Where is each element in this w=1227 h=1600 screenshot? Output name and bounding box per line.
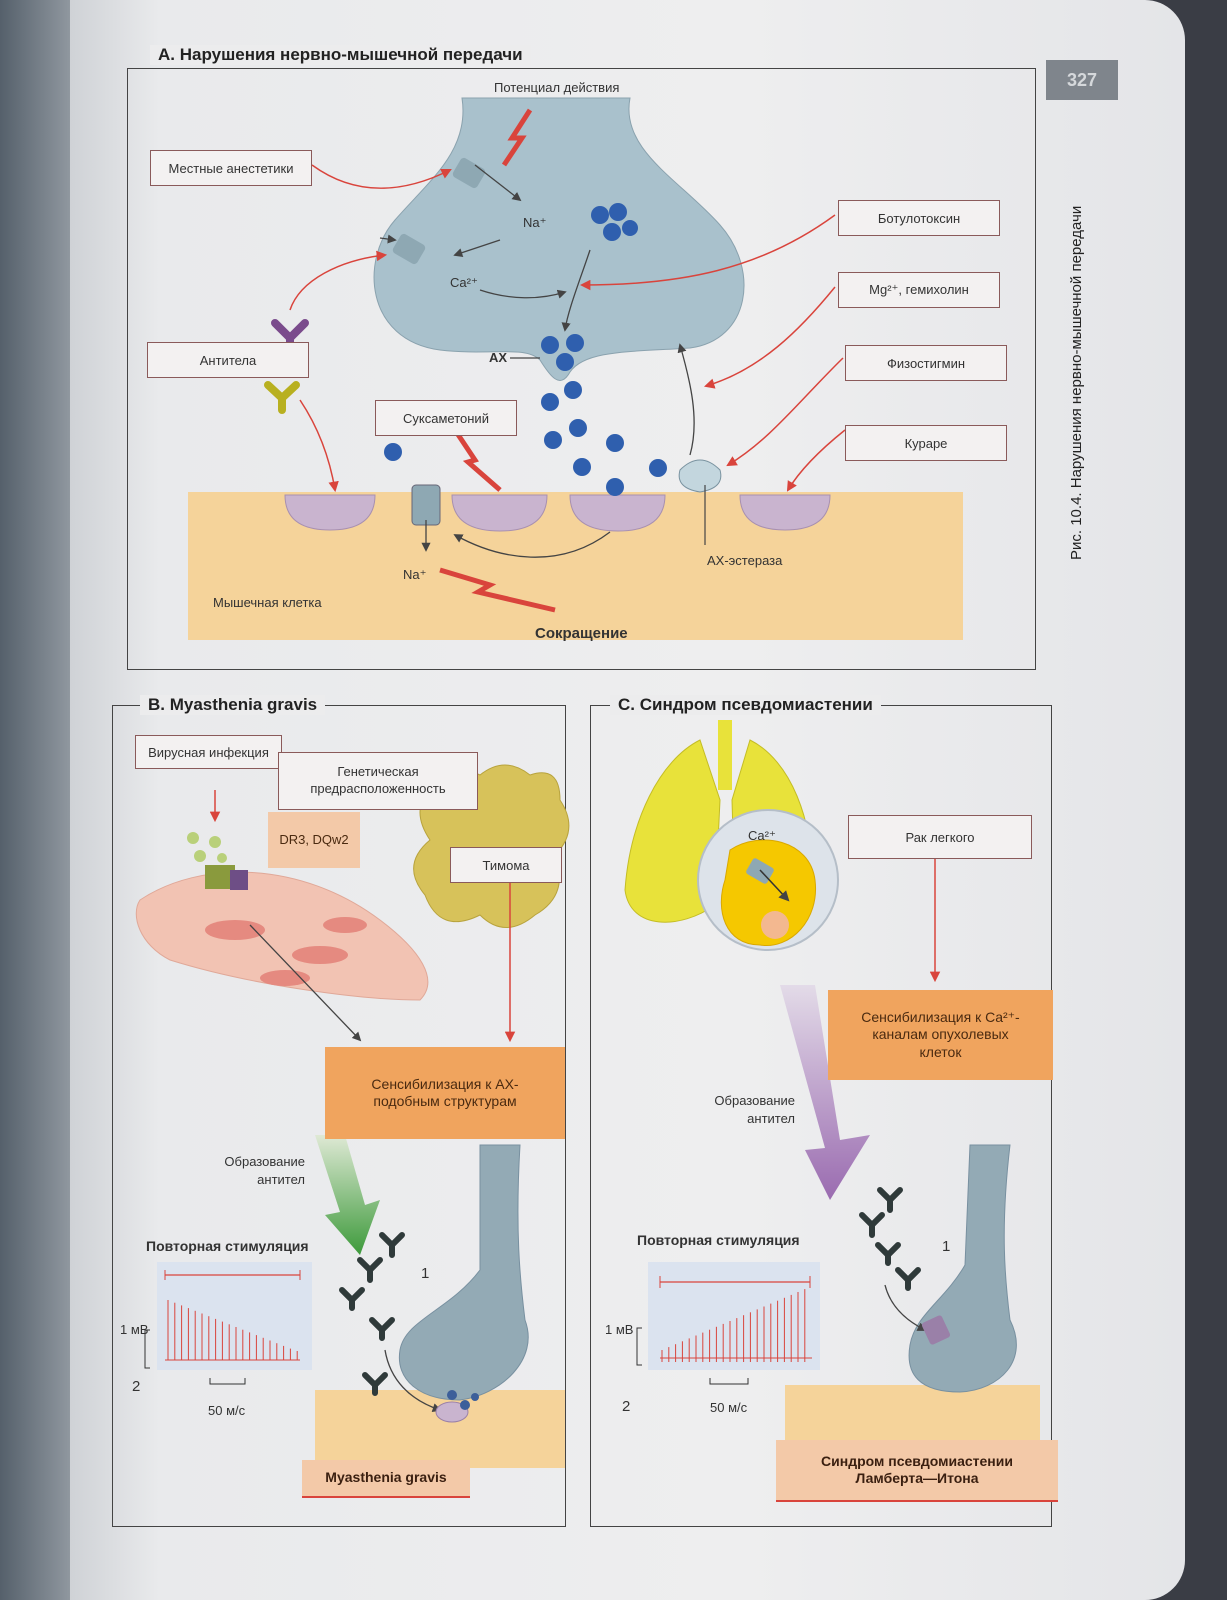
antibody-formation-arrow-b: [315, 1135, 380, 1255]
myasthenia-result: Myasthenia gravis: [302, 1460, 470, 1498]
ach-molecules-a: [384, 203, 667, 496]
label-1-b: 1: [421, 1265, 430, 1282]
panel-b-frame: [112, 705, 566, 1527]
muscle-b: [315, 1390, 565, 1468]
na-top-label: Na⁺: [523, 215, 547, 230]
antibodies-c: [859, 1187, 921, 1291]
page-number: 327: [1046, 60, 1118, 100]
sodium-channel-a: [411, 484, 441, 526]
antibodies-box: Антитела: [147, 342, 309, 378]
emg-plot-c: [648, 1262, 820, 1370]
contraction-label: Сокращение: [535, 625, 628, 642]
suxamethonium-bolt: [452, 428, 502, 492]
antibody-formation-label-b: Образование антител: [224, 1154, 305, 1187]
virus-particles: [187, 832, 227, 863]
curare-box: Кураре: [845, 425, 1007, 461]
label-2-b: 2: [132, 1378, 141, 1395]
ach-esterase-shape: [678, 459, 722, 493]
panel-b-title: B. Myasthenia gravis: [140, 695, 326, 715]
label-2-c: 2: [622, 1398, 631, 1415]
na-channel-terminal: [452, 157, 486, 189]
muscle-cell-label: Мышечная клетка: [213, 595, 322, 610]
nerve-terminal-c: [908, 1144, 1017, 1393]
red-arrows-a: [289, 164, 846, 493]
muscle-fiber-b: [135, 871, 429, 1001]
genetic-predisposition-box: Генетическая предрасположенность: [278, 752, 478, 810]
physostigmine-box: Физостигмин: [845, 345, 1007, 381]
action-potential-label: Потенциал действия: [494, 80, 620, 95]
panel-a-title: A. Нарушения нервно-мышечной передачи: [150, 45, 531, 65]
antibody-formation-label-c: Образование антител: [714, 1093, 795, 1126]
nerve-terminal-b: [398, 1144, 529, 1401]
botulotoxin-box: Ботулотоксин: [838, 200, 1000, 236]
tumor-cell: [720, 839, 817, 947]
ms-label-c: 50 м/с: [710, 1400, 748, 1415]
sensitization-box-b: Сенсибилизация к АХ-подобным структурам: [325, 1047, 565, 1139]
na-bottom-label: Na⁺: [403, 567, 427, 582]
ca-channel-terminal: [392, 233, 426, 265]
lung-left: [624, 739, 721, 923]
lung-cancer-box: Рак легкого: [848, 815, 1032, 859]
panel-a-frame: [127, 68, 1036, 670]
mv-label-b: 1 мВ: [120, 1322, 149, 1337]
thymoma-box: Тимома: [450, 847, 562, 883]
repeated-stimulation-label-c: Повторная стимуляция: [637, 1232, 800, 1248]
sensitization-box-c: Сенсибилизация к Ca²⁺-каналам опухолевых…: [828, 990, 1053, 1080]
mv-label-c: 1 мВ: [605, 1322, 634, 1337]
ach-label: АХ: [489, 350, 508, 365]
viral-infection-box: Вирусная инфекция: [135, 735, 282, 769]
antibodies-b: [339, 1232, 405, 1396]
ca-label-c: Ca²⁺: [748, 828, 776, 843]
nerve-terminal-a: [373, 97, 745, 381]
lambert-eaton-result: Синдром псевдомиастении Ламберта—Итона: [776, 1440, 1058, 1502]
emg-plot-b: [157, 1262, 312, 1370]
suxamethonium-box: Суксаметоний: [375, 400, 517, 436]
receptors-a: [284, 494, 831, 532]
local-anesthetics-box: Местные анестетики: [150, 150, 312, 186]
black-arrows-a: [379, 164, 695, 558]
ms-label-b: 50 м/с: [208, 1403, 246, 1418]
action-potential-bolt: [501, 108, 533, 167]
antibody-formation-arrow-c: [780, 985, 870, 1200]
ca-label: Ca²⁺: [450, 275, 478, 290]
hla-box: DR3, DQw2: [268, 812, 360, 868]
ach-esterase-label: АХ-эстераза: [707, 553, 783, 568]
contraction-bolt: [439, 567, 556, 613]
repeated-stimulation-label-b: Повторная стимуляция: [146, 1238, 309, 1254]
label-1-c: 1: [942, 1238, 951, 1255]
mg-hemicholine-box: Mg²⁺, гемихолин: [838, 272, 1000, 308]
panel-c-title: C. Синдром псевдомиастении: [610, 695, 881, 715]
